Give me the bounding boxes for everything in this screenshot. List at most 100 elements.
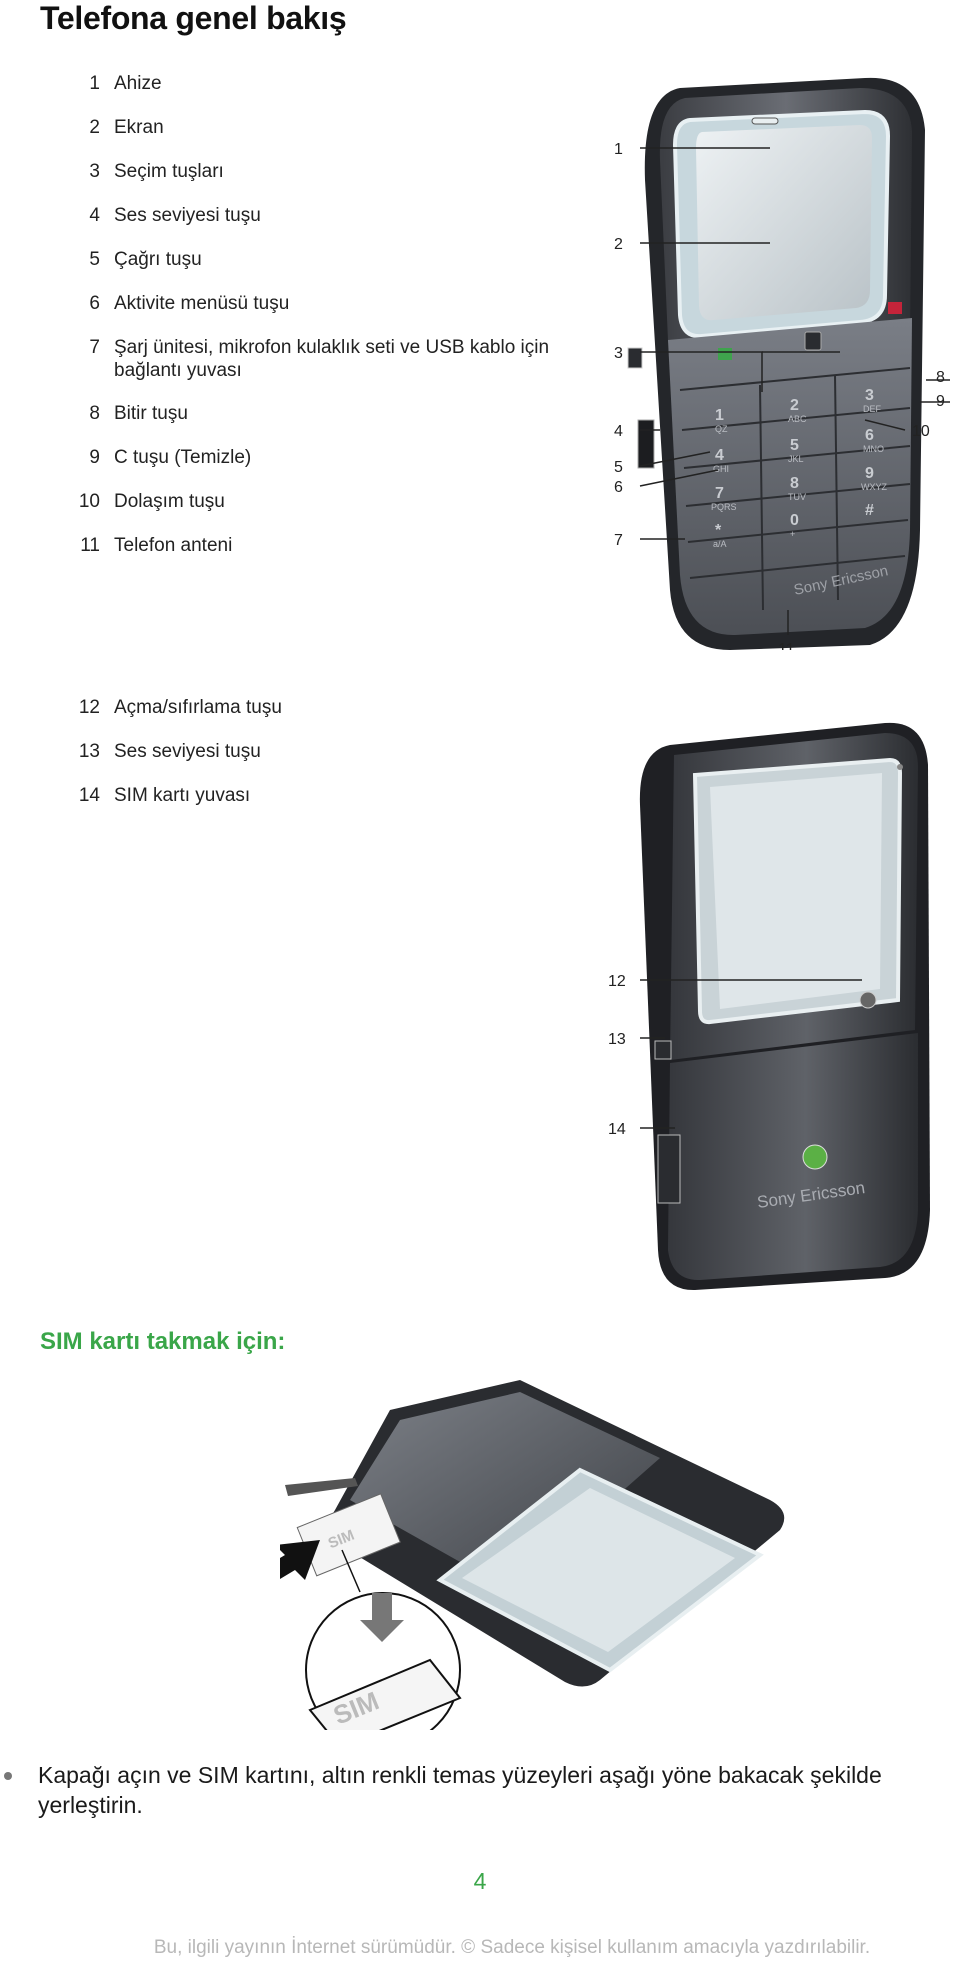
down-arrow-icon	[360, 1593, 404, 1642]
back-lower-body	[668, 1033, 918, 1281]
list-item: 10 Dolaşım tuşu	[60, 490, 580, 534]
connector-port	[637, 419, 655, 469]
footer-notice: Bu, ilgili yayının İnternet sürümüdür. ©…	[153, 1937, 871, 1958]
list-item: 8 Bitir tuşu	[60, 402, 580, 446]
callout-14: 14	[608, 1121, 626, 1138]
key-8-digit: 8	[790, 475, 799, 492]
callout-9: 9	[936, 393, 945, 410]
key-4-letters: GHI	[713, 464, 729, 474]
section-title: SIM kartı takmak için:	[40, 1328, 286, 1355]
item-number: 6	[89, 293, 100, 314]
key-3-letters: DEF	[863, 404, 882, 414]
item-label: Ses seviyesi tuşu	[114, 741, 261, 762]
key-7-digit: 7	[715, 485, 724, 502]
item-number: 3	[89, 161, 100, 182]
magnifier-leader-line	[341, 1549, 361, 1593]
keypad-letter-labels: QZ ABC DEF GHI JKL MNO PQRS TUV WXYZ a/A…	[711, 404, 888, 549]
item-label: Şarj ünitesi, mikrofon kulaklık seti ve …	[114, 337, 550, 381]
item-label: Bitir tuşu	[114, 403, 188, 424]
callout-7: 7	[614, 532, 623, 549]
item-label: Seçim tuşları	[114, 161, 224, 182]
key-0-letters: +	[790, 529, 795, 539]
item-number: 2	[89, 117, 100, 138]
callout-12: 12	[608, 973, 626, 990]
instruction-text: Kapağı açın ve SIM kartını, altın renkli…	[38, 1762, 882, 1818]
key-5-digit: 5	[790, 437, 799, 454]
navigation-key	[804, 331, 822, 351]
key-star-letters: a/A	[713, 539, 727, 549]
page-number: 4	[473, 1868, 487, 1894]
callout-5: 5	[614, 459, 623, 476]
keypad-grid	[679, 367, 911, 611]
key-9-letters: WXYZ	[861, 482, 888, 492]
item-label: Ses seviyesi tuşu	[114, 205, 261, 226]
page-title: Telefona genel bakış	[40, 0, 347, 36]
list-item: 7 Şarj ünitesi, mikrofon kulaklık seti ve…	[60, 336, 580, 402]
phone-front-illustration: 1 2 3 4 5 6 7 8 9 * 0 # QZ ABC DEF GHI J…	[627, 77, 925, 650]
key-3-digit: 3	[865, 387, 874, 404]
callout-6: 6	[614, 479, 623, 496]
item-number: 8	[89, 403, 100, 424]
key-hash-digit: #	[865, 502, 874, 519]
key-6-letters: MNO	[863, 444, 884, 454]
back-callout-lines: 12 13 14	[608, 973, 862, 1138]
key-5-letters: JKL	[788, 454, 804, 464]
sim-slot-cover	[657, 1134, 681, 1204]
keypad-body	[668, 318, 912, 636]
key-2-digit: 2	[790, 397, 799, 414]
item-number: 7	[89, 337, 100, 358]
volume-key-side	[627, 347, 643, 369]
item-label: Telefon anteni	[114, 535, 233, 556]
item-label: Açma/sıfırlama tuşu	[114, 697, 282, 718]
list-item: 2 Ekran	[60, 116, 580, 160]
list-item: 12 Açma/sıfırlama tuşu	[60, 696, 580, 740]
insert-arrow-icon	[280, 1540, 320, 1580]
callout-8: 8	[936, 369, 945, 386]
instruction-bullet: Kapağı açın ve SIM kartını, altın renkli…	[4, 1760, 940, 1820]
key-0-digit: 0	[790, 512, 799, 529]
callout-13: 13	[608, 1031, 626, 1048]
item-label: Aktivite menüsü tuşu	[114, 293, 290, 314]
item-number: 1	[89, 73, 100, 94]
item-label: Dolaşım tuşu	[114, 491, 225, 512]
screen	[696, 125, 872, 321]
item-label: Ekran	[114, 117, 164, 138]
front-callout-lines: 1 2 3 4 5 6 7 8 9 10 11	[614, 141, 950, 650]
sim-insertion-illustration: SIM SIM	[280, 1380, 785, 1730]
key-4-digit: 4	[715, 447, 724, 464]
key-star-digit: *	[715, 522, 722, 539]
list-item: 4 Ses seviyesi tuşu	[60, 204, 580, 248]
item-number: 5	[89, 249, 100, 270]
list-item: 5 Çağrı tuşu	[60, 248, 580, 292]
item-number: 9	[89, 447, 100, 468]
callout-10: 10	[912, 423, 930, 440]
phone-back-illustration: Sony Ericsson	[639, 722, 930, 1291]
back-screen	[710, 773, 882, 1009]
key-1-digit: 1	[715, 407, 724, 424]
item-number: 14	[78, 785, 100, 806]
key-7-letters: PQRS	[711, 502, 737, 512]
item-number: 13	[78, 741, 100, 762]
power-reset-button	[859, 991, 877, 1009]
volume-key-back	[654, 1040, 672, 1060]
key-6-digit: 6	[865, 427, 874, 444]
back-parts-list: 12 Açma/sıfırlama tuşu 13 Ses seviyesi tuş…	[60, 696, 580, 828]
item-number: 12	[78, 697, 100, 718]
item-number: 10	[78, 491, 100, 512]
sim-card-zoomed	[308, 1658, 462, 1730]
item-label: C tuşu (Temizle)	[114, 447, 252, 468]
item-number: 11	[80, 535, 100, 556]
callout-2: 2	[614, 236, 623, 253]
bullet-icon	[4, 1772, 12, 1780]
item-label: Çağrı tuşu	[114, 249, 202, 270]
end-key-icon	[888, 302, 902, 314]
sim-card: SIM	[296, 1493, 401, 1577]
callout-1: 1	[614, 141, 623, 158]
list-item: 9 C tuşu (Temizle)	[60, 446, 580, 490]
key-8-letters: TUV	[788, 492, 806, 502]
key-2-letters: ABC	[788, 414, 807, 424]
item-number: 4	[89, 205, 100, 226]
